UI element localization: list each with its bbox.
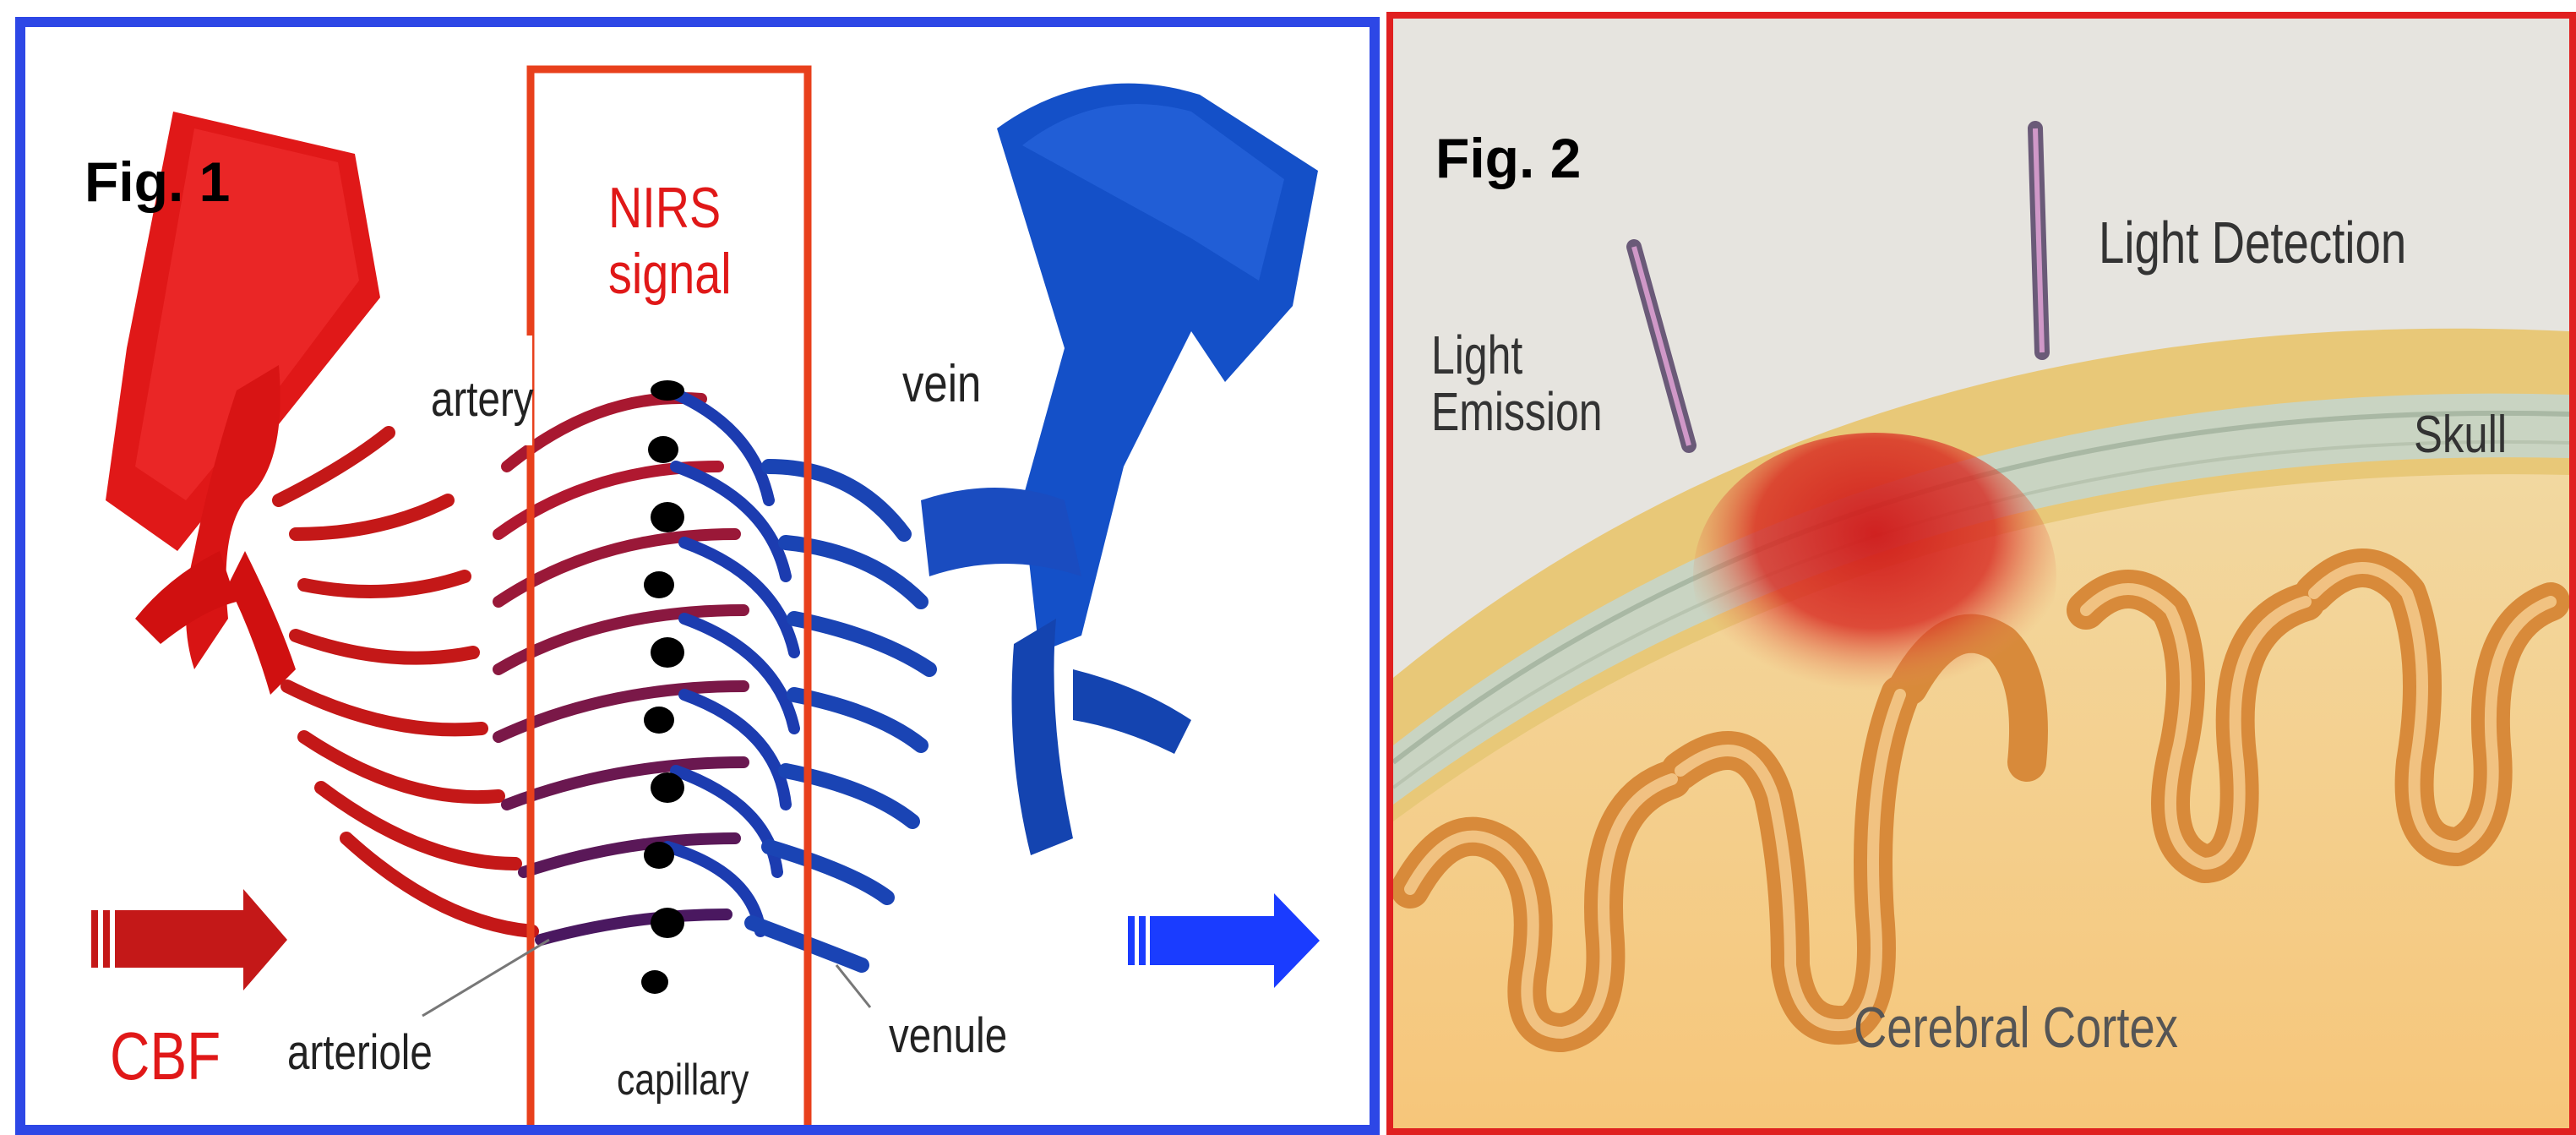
artery-label: artery [431,375,534,424]
figure-1-label: Fig. 1 [84,154,230,210]
vein-vessel [921,84,1318,855]
cerebral-cortex-label: Cerebral Cortex [1854,999,2178,1056]
figure-2-label: Fig. 2 [1435,130,1581,186]
light-emission-label: Light Emission [1431,327,1603,440]
figure-1-panel: Fig. 1 NIRS signal artery vein arteriole… [15,17,1380,1135]
cbf-label: CBF [110,1023,221,1090]
activation-region [1693,433,2056,720]
capillary-label: capillary [617,1058,749,1102]
inflow-arrow [91,889,287,990]
arteriole-label: arteriole [287,1029,433,1078]
skull-label: Skull [2414,409,2507,461]
vein-label: vein [902,358,981,411]
figure-2-panel: Fig. 2 Light Emission Light Detection Sk… [1386,12,2576,1135]
venule-label: venule [889,1012,1007,1061]
nirs-signal-label: NIRS signal [608,175,732,307]
outflow-arrow [1128,893,1320,988]
detector-probe [2035,128,2042,352]
arteriole-network [279,433,532,931]
light-detection-label: Light Detection [2099,213,2406,272]
capillary-bed [498,374,794,999]
